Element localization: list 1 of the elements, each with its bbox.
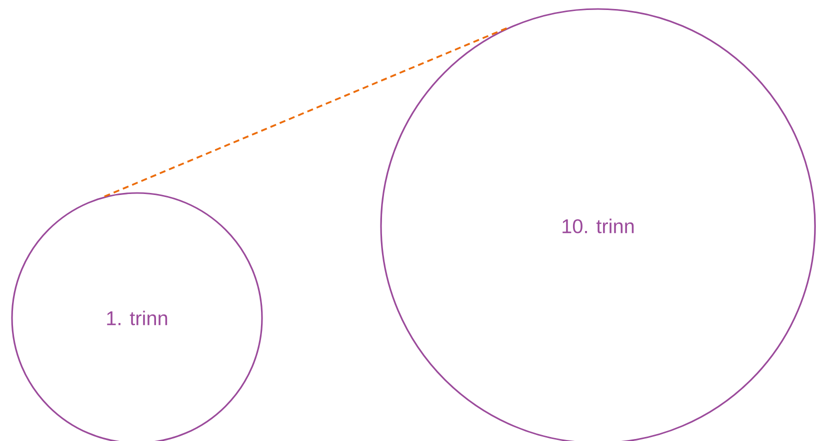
dashed-line (104, 26, 510, 198)
